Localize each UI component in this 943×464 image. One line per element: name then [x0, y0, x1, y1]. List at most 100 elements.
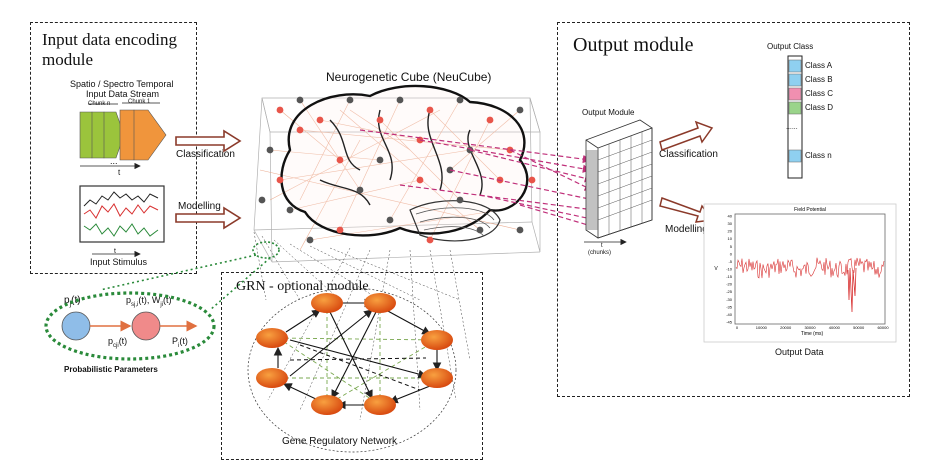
zoom-target-ellipse — [44, 291, 216, 361]
y-tick-label: 30 — [728, 221, 733, 226]
modelling-left-label: Modelling — [178, 201, 221, 212]
x-tick-label: 0 — [736, 325, 739, 330]
pcji-label: pcji(t) — [108, 336, 128, 349]
output-inner-title: Output Module — [582, 108, 635, 117]
brain-cerebellum — [409, 200, 501, 242]
classification-left-arrow — [175, 129, 242, 153]
stream-label-1: Spatio / Spectro Temporal — [70, 79, 174, 89]
neucube-to-output-links — [359, 129, 600, 230]
y-tick-label: 0 — [730, 251, 733, 256]
y-tick-label: 20 — [728, 229, 733, 234]
output-module-title: Output module — [573, 34, 694, 56]
output-t-label: t — [601, 243, 603, 249]
output-chunk-cube — [584, 119, 653, 246]
gene-node-7 — [256, 368, 288, 388]
grn-network — [247, 287, 457, 453]
stimulus-black-trace — [83, 191, 159, 207]
stimulus-t-label: t — [114, 248, 116, 255]
zoom-source-ellipse — [252, 241, 280, 259]
class-label-1: Class A — [805, 61, 833, 70]
y-tick-label: 5 — [730, 244, 733, 249]
class-cell-3 — [788, 87, 802, 101]
output-module-box — [557, 22, 910, 397]
y-tick-label: -15 — [726, 274, 733, 279]
gene-node-1 — [311, 293, 343, 313]
chunk-dots: ... — [110, 156, 118, 166]
grn-module-box — [221, 272, 483, 460]
classification-left-label: Classification — [176, 149, 235, 160]
class-cell-1 — [788, 59, 802, 73]
plot-title: Field Potential — [794, 207, 826, 213]
grn-green-links — [277, 303, 438, 406]
classification-right-arrow — [659, 120, 714, 151]
class-ellipsis: ...... — [786, 124, 798, 131]
field-potential-plot: Field Potential Time (ms) V 40 30 20 10 5 0 -5… — [703, 203, 897, 343]
gene-node-3 — [421, 330, 453, 350]
probabilistic-model — [61, 311, 198, 341]
input-stream-chunks — [79, 102, 167, 170]
field-potential-spikes — [847, 267, 857, 313]
y-tick-label: 40 — [728, 214, 733, 219]
y-tick-label: -35 — [726, 304, 733, 309]
brain-outline — [280, 84, 529, 237]
x-tick-label: 50000 — [853, 325, 865, 330]
input-module-title-1: Input data encoding — [42, 30, 178, 49]
gene-node-4 — [421, 368, 453, 388]
class-label-5: Class n — [805, 151, 832, 160]
zoom-ellipse — [44, 241, 280, 361]
modelling-left-arrow — [175, 206, 242, 230]
grn-dashed-links — [289, 344, 427, 391]
gene-node-6 — [311, 395, 343, 415]
output-data-label: Output Data — [775, 347, 824, 357]
chunk-orange-2 — [133, 109, 167, 161]
zoom-line-2 — [209, 257, 271, 311]
class-cell-5 — [788, 149, 802, 163]
node-j — [61, 311, 91, 341]
gene-node-5 — [364, 395, 396, 415]
stimulus-label: Input Stimulus — [90, 257, 148, 267]
output-class-title: Output Class — [767, 42, 814, 51]
left-hollow-arrows — [175, 129, 242, 230]
brain-folds — [319, 109, 483, 206]
plot-xlabel: Time (ms) — [801, 331, 824, 337]
plot-ylabel: V — [714, 266, 718, 272]
x-tick-label: 10000 — [756, 325, 768, 330]
neucube-neurons — [258, 96, 536, 244]
y-tick-label: -10 — [726, 267, 733, 272]
grn-outer-ellipse — [247, 287, 457, 453]
class-cell-2 — [788, 73, 802, 87]
y-tick-label: 10 — [728, 236, 733, 241]
stream-label-2: Input Data Stream — [86, 89, 160, 99]
output-chunks-label: (chunks) — [588, 250, 612, 256]
class-label-3: Class C — [805, 89, 834, 98]
y-tick-label: -45 — [726, 320, 733, 325]
x-tick-label: 60000 — [877, 325, 889, 330]
zoom-line-1 — [99, 254, 257, 291]
modelling-right-label: Modelling — [665, 224, 708, 235]
stream-t-label: t — [118, 168, 121, 177]
input-module-title-2: module — [42, 50, 93, 69]
class-bar-frame — [787, 55, 803, 179]
chunk-1-label: Chunk 1 — [128, 99, 151, 105]
pi-label: Pi(t) — [172, 336, 188, 349]
field-potential-trace — [735, 257, 885, 279]
cube-to-grn-links — [253, 231, 471, 421]
class-label-4: Class D — [805, 103, 834, 112]
class-cell-4 — [788, 101, 802, 115]
probabilistic-caption: Probabilistic Parameters — [64, 365, 158, 374]
neucube-title: Neurogenetic Cube (NeuCube) — [326, 70, 492, 84]
stimulus-red-trace — [83, 203, 159, 219]
class-label-2: Class B — [805, 75, 833, 84]
y-tick-label: -20 — [726, 282, 733, 287]
y-tick-label: -25 — [726, 289, 733, 294]
cerebellum-lines — [415, 207, 495, 237]
gene-node-2 — [364, 293, 396, 313]
right-hollow-arrows — [659, 120, 714, 223]
grn-caption: Gene Regulatory Network — [282, 436, 398, 447]
input-module-box — [30, 22, 197, 274]
node-i — [131, 311, 161, 341]
y-tick-label: -5 — [728, 259, 732, 264]
x-tick-label: 40000 — [829, 325, 841, 330]
x-tick-label: 30000 — [804, 325, 816, 330]
